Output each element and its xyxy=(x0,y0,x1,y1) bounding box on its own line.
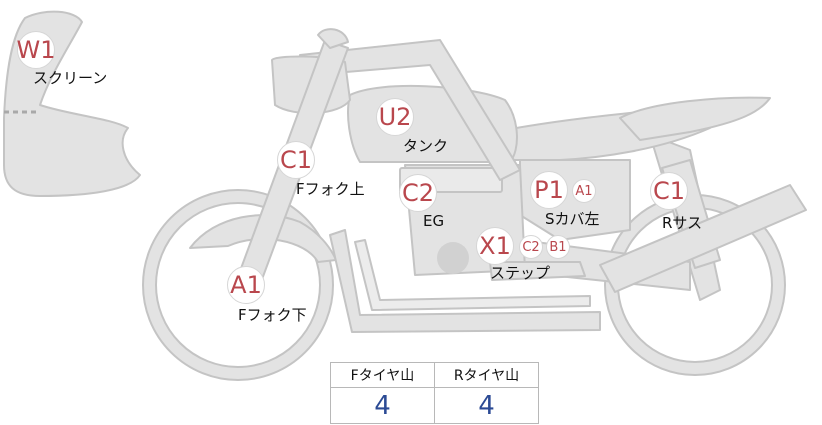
tire-tread-table: Fタイヤ山 Rタイヤ山 4 4 xyxy=(330,362,539,424)
front-tire-header: Fタイヤ山 xyxy=(330,362,435,388)
rear-tire-header: Rタイヤ山 xyxy=(434,362,539,388)
step-part xyxy=(489,261,586,281)
rear-tire-value: 4 xyxy=(434,387,539,424)
rear-suspension-marker: C1 xyxy=(650,172,688,210)
rear-suspension-label: Rサス xyxy=(662,214,703,232)
step-sub-marker-2: B1 xyxy=(546,235,570,259)
frame-tube xyxy=(329,229,601,333)
windscreen-marker: W1 xyxy=(17,31,56,69)
fork-lower-label: Fフォク下 xyxy=(238,306,307,324)
side-cover-label: Sカバ左 xyxy=(545,210,600,228)
side-cover-sub-marker: A1 xyxy=(572,179,596,203)
fork-upper-marker: C1 xyxy=(277,141,315,179)
windscreen-label: スクリーン xyxy=(33,69,108,87)
step-sub-marker-1: C2 xyxy=(519,235,543,259)
tank-marker: U2 xyxy=(376,98,414,136)
step-marker: X1 xyxy=(476,227,514,265)
fork-lower-marker: A1 xyxy=(227,266,265,304)
fork-upper-label: Fフォク上 xyxy=(296,180,365,198)
engine-marker: C2 xyxy=(399,174,437,212)
tank-label: タンク xyxy=(403,137,449,155)
side-cover-marker: P1 xyxy=(530,171,568,209)
front-tire-value: 4 xyxy=(330,387,435,424)
tail-cowl xyxy=(619,96,771,141)
step-label: ステップ xyxy=(490,264,551,282)
engine-label: EG xyxy=(423,212,445,230)
exhaust xyxy=(599,184,807,293)
